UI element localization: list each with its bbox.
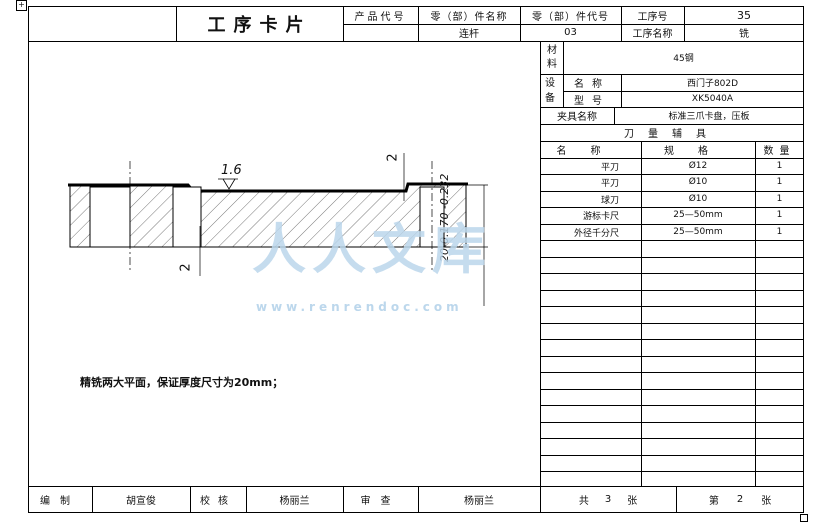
- dim-top-label: 2: [385, 153, 401, 162]
- total-value: 3: [604, 494, 612, 505]
- tool-qty: 1: [776, 194, 783, 205]
- equipment-model-value: XK5040A: [691, 94, 734, 104]
- tool-spec: Ø10: [688, 177, 708, 188]
- process-name-label: 工序名称: [632, 29, 673, 40]
- fixture-value: 标准三爪卡盘，压板: [668, 112, 750, 122]
- tool-spec: Ø12: [688, 161, 708, 172]
- resize-handle-icon: [800, 514, 808, 522]
- process-name-value: 铣: [739, 29, 749, 40]
- part-code-label: 零（部）件代号: [532, 11, 609, 23]
- tool-qty: 1: [776, 227, 783, 238]
- equipment-name-value: 西门子802D: [686, 79, 739, 89]
- tool-name: 游标卡尺: [582, 211, 619, 222]
- process-no-label: 工序号: [637, 11, 668, 23]
- material-label: 材料: [547, 44, 557, 70]
- total-pages: 共 3 张: [540, 486, 676, 513]
- page-number: 第 2 张: [676, 486, 804, 513]
- col-spec-header: 规格: [664, 145, 732, 157]
- corner-marker-icon: +: [16, 0, 27, 11]
- page-label: 第: [708, 496, 719, 507]
- tool-name: 平刀: [600, 178, 619, 189]
- reviewer-name: 杨丽兰: [464, 496, 494, 507]
- product-code-label: 产品代号: [354, 11, 407, 23]
- tool-name: 平刀: [600, 162, 619, 173]
- equipment-model-label: 型号: [574, 95, 610, 107]
- col-qty-header: 数量: [763, 145, 796, 157]
- equipment-name-label: 名称: [574, 79, 610, 90]
- process-no-value: 35: [737, 8, 751, 22]
- page-unit: 张: [761, 496, 772, 507]
- part-name-label: 零（部）件名称: [430, 11, 508, 23]
- fixture-label: 夹具名称: [557, 112, 597, 123]
- checker-name: 杨丽兰: [279, 496, 310, 507]
- tool-qty: 1: [776, 177, 783, 188]
- tool-spec: 25—50mm: [673, 227, 723, 238]
- tool-name: 外径千分尺: [573, 228, 619, 239]
- total-unit: 张: [627, 496, 638, 507]
- part-drawing: [68, 153, 488, 306]
- check-label: 校核: [200, 496, 236, 507]
- tool-spec: 25—50mm: [673, 210, 723, 221]
- tool-qty: 1: [776, 161, 783, 172]
- col-name-header: 名称: [556, 145, 625, 157]
- tool-qty: 1: [776, 210, 783, 221]
- material-value: 45钢: [673, 54, 694, 64]
- tool-name: 球刀: [600, 195, 619, 206]
- roughness-label: 1.6: [221, 163, 242, 178]
- total-label: 共: [578, 496, 589, 507]
- review-label: 审查: [360, 496, 401, 507]
- part-code-value: 03: [564, 27, 577, 38]
- process-note: 精铣两大平面，保证厚度尺寸为20mm；: [80, 376, 284, 389]
- watermark-url: www.renrendoc.com: [256, 300, 463, 314]
- part-name-value: 连杆: [459, 29, 479, 40]
- page-title: 工序卡片: [207, 14, 312, 36]
- compile-label: 编制: [40, 496, 80, 507]
- equipment-label: 设备: [545, 77, 555, 104]
- card-frame: [28, 6, 804, 513]
- watermark-text: 人人文库: [252, 218, 492, 281]
- compiler-name: 胡宣俊: [126, 496, 156, 507]
- page-value: 2: [736, 494, 744, 505]
- dim-left-label: 2: [178, 263, 194, 272]
- tools-title: 刀量辅具: [624, 129, 720, 140]
- tool-spec: Ø10: [688, 194, 708, 205]
